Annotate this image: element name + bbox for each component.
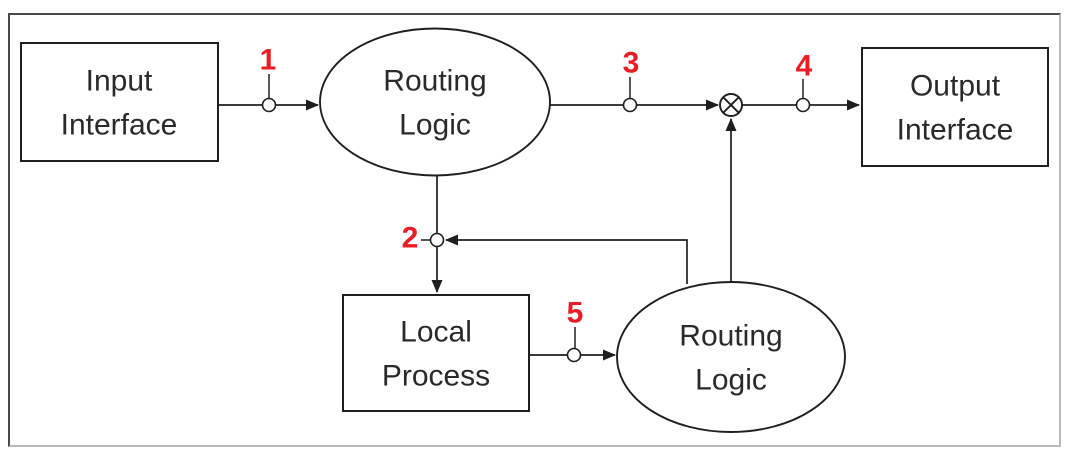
routing-logic-top-label-line1: Routing xyxy=(383,65,486,98)
point-1-marker xyxy=(261,97,277,113)
local-process-label-line1: Local xyxy=(400,316,472,349)
point-3-label: 3 xyxy=(623,47,640,80)
routing-logic-bottom-label-line1: Routing xyxy=(679,320,782,353)
diagram-frame xyxy=(8,13,1061,447)
routing-logic-top-node xyxy=(319,27,551,177)
output-interface-label-line2: Interface xyxy=(897,114,1014,147)
point-1-label: 1 xyxy=(260,44,277,77)
point-5-marker xyxy=(566,347,582,363)
routing-logic-bottom-label-line2: Logic xyxy=(695,364,767,397)
point-3-marker xyxy=(622,97,638,113)
input-interface-label-line1: Input xyxy=(86,65,153,98)
input-interface-label-line2: Interface xyxy=(61,109,178,142)
local-process-node xyxy=(342,294,530,412)
point-2-marker xyxy=(429,232,445,248)
input-interface-node xyxy=(20,42,219,162)
output-interface-label-line1: Output xyxy=(910,70,1001,103)
edge-feedback-routing-bottom-to-point2 xyxy=(445,234,688,284)
point-2-label: 2 xyxy=(402,222,419,255)
point-5-label: 5 xyxy=(567,297,584,330)
output-interface-node xyxy=(861,47,1049,167)
routing-logic-bottom-node xyxy=(616,281,846,433)
routing-logic-top-label-line2: Logic xyxy=(399,109,471,142)
point-4-label: 4 xyxy=(796,50,813,83)
local-process-label-line2: Process xyxy=(382,360,490,393)
point-4-marker xyxy=(795,97,811,113)
circled-times-icon xyxy=(719,93,743,117)
